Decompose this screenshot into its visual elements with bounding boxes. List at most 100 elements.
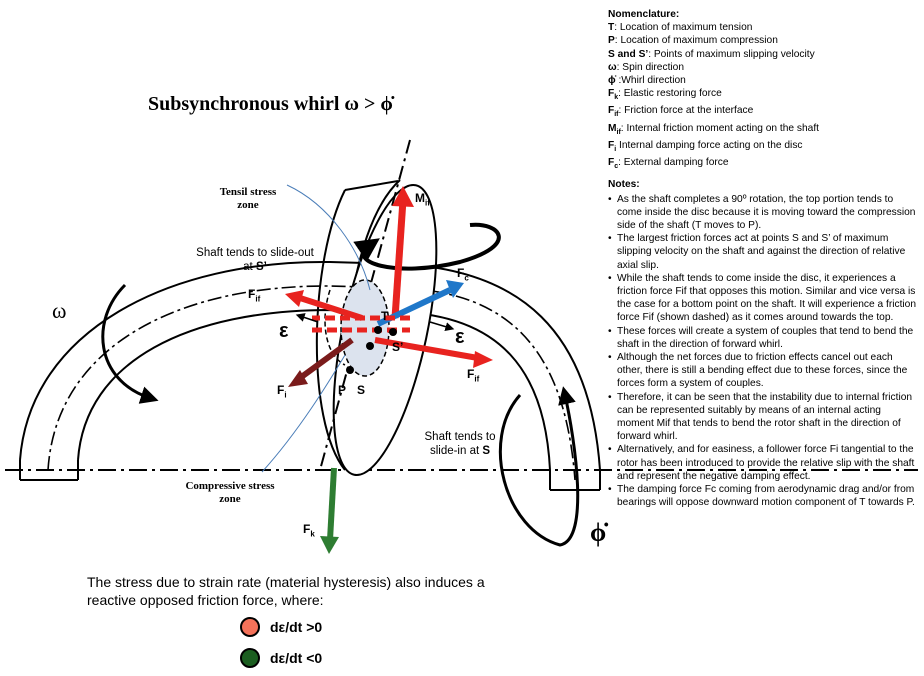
point-P [346, 366, 354, 374]
nomenclature-desc: Internal damping force acting on the dis… [616, 139, 803, 151]
fif-upper-arrow [299, 295, 363, 321]
fif-upper-label: Fif [248, 287, 260, 306]
nomenclature-symbol: ω [608, 61, 617, 73]
tensil-leader [286, 184, 371, 291]
legend-positive: dε/dt >0 [240, 614, 322, 639]
fif-upper-arrowhead [285, 290, 304, 307]
fif-lower-arrow [374, 337, 479, 361]
legend-negative-dot [240, 647, 260, 668]
epsilon-left-label: ε [279, 320, 289, 342]
mif-subscript: if [425, 198, 430, 208]
nomenclature-desc: :Whirl direction [615, 75, 686, 87]
nomenclature-symbol: ϕ̇ [608, 75, 616, 87]
note-item: The largest friction forces act at point… [608, 232, 918, 272]
mif-arrow [391, 199, 407, 319]
fif-lower-label: Fif [467, 367, 479, 386]
diagram-title: Subsynchronous whirl ω > ϕ̇ [148, 93, 393, 115]
fc-symbol: F [457, 266, 465, 280]
point-S-prime-label: S’ [392, 340, 404, 354]
point-T [374, 326, 382, 334]
nomenclature-heading: Nomenclature: [608, 9, 680, 20]
note-item: As the shaft completes a 90º rotation, t… [608, 193, 918, 233]
fk-symbol: F [303, 522, 311, 536]
shaft [19, 260, 601, 491]
slide-in-text: Shaft tends to slide-in at [424, 431, 496, 457]
stress-description: The stress due to strain rate (material … [87, 574, 485, 608]
nomenclature-desc: : Spin direction [616, 61, 684, 73]
slide-out-point: S’ [255, 261, 267, 273]
omega-spin-arrow [101, 283, 159, 404]
mif-label: Mif [415, 191, 430, 210]
fi-label: Fi [277, 383, 287, 402]
nomenclature-desc: : Points of maximum slipping velocity [648, 48, 815, 60]
slide-out-text: Shaft tends to slide-out at [196, 247, 314, 273]
note-item: While the shaft tends to come inside the… [608, 272, 918, 325]
note-item: Although the net forces due to friction … [608, 351, 918, 391]
point-S-prime [389, 328, 397, 336]
epsilon-right-label: ε [455, 326, 465, 348]
fk-arrow [327, 467, 337, 541]
slide-out-label: Shaft tends to slide-out at S’ [196, 246, 314, 274]
point-T-label: T [381, 309, 389, 323]
nomenclature-item: P: Location of maximum compression [608, 34, 918, 47]
fi-subscript: i [284, 390, 287, 400]
point-center [366, 342, 374, 350]
legend: dε/dt >0 dε/dt <0 [240, 614, 322, 676]
mif-arrowhead [392, 186, 414, 207]
fk-subscript: k [310, 529, 315, 539]
nomenclature-item: ϕ̇ :Whirl direction [608, 74, 918, 87]
legend-positive-label: dε/dt >0 [270, 618, 323, 635]
fi-symbol: F [277, 383, 285, 397]
legend-positive-dot [240, 616, 260, 637]
nomenclature-desc: : External damping force [618, 157, 729, 169]
nomenclature-symbol: Fk [608, 88, 619, 102]
nomenclature-item: ω: Spin direction [608, 61, 918, 74]
note-item: Alternatively, and for easiness, a follo… [608, 443, 918, 483]
note-item: These forces will create a system of cou… [608, 325, 918, 351]
nomenclature-desc: : Location of maximum compression [614, 35, 778, 47]
fk-label: Fk [303, 522, 315, 541]
nomenclature-item: Fi Internal damping force acting on the … [608, 139, 918, 156]
whirl-arrow [498, 386, 580, 547]
fc-arrowhead [446, 280, 464, 298]
epsilon-left-arrow [295, 313, 319, 323]
nomenclature-item: Fif: Friction force at the interface [608, 104, 918, 121]
fif-upper-subscript: if [255, 294, 261, 304]
nomenclature-desc: : Location of maximum tension [614, 22, 753, 34]
fi-arrow [298, 337, 354, 381]
point-S-label: S [357, 383, 366, 397]
compressive-leader [261, 354, 346, 473]
nomenclature-symbol: Mif [608, 122, 621, 136]
points [346, 326, 397, 374]
nomenclature-item: S and S’: Points of maximum slipping vel… [608, 48, 918, 61]
legend-negative-label: dε/dt <0 [270, 649, 323, 666]
compressive-stress-zone-label: Compressive stress zone [185, 480, 275, 505]
nomenclature-item: Fk: Elastic restoring force [608, 87, 918, 104]
note-item: Therefore, it can be seen that the insta… [608, 391, 918, 444]
nomenclature-symbol: Fif [608, 105, 619, 119]
nomenclature-item: Mif: Internal friction moment acting on … [608, 122, 918, 139]
nomenclature-symbol: Fi [608, 139, 617, 153]
notes-heading: Notes: [608, 179, 640, 191]
omega-label: ω [52, 298, 67, 323]
fc-label: Fc [457, 266, 469, 285]
nomenclature-item: Fc: External damping force [608, 156, 918, 173]
fif-lower-subscript: if [474, 374, 480, 384]
note-item: The damping force Fc coming from aerodyn… [608, 483, 918, 509]
nomenclature-symbol: S and S’ [608, 48, 649, 60]
nomenclature-desc: : Friction force at the interface [618, 105, 754, 117]
nomenclature-symbol: P [608, 35, 615, 47]
fi-arrowhead [288, 370, 308, 387]
fif-lower-arrowhead [473, 351, 493, 368]
epsilon-right-arrow [429, 321, 455, 332]
fif-lower-symbol: F [467, 367, 475, 381]
tensil-stress-zone-label: Tensil stress zone [219, 186, 277, 211]
fk-arrowhead [320, 536, 339, 554]
nomenclature-desc: : Internal friction moment acting on the… [620, 122, 819, 134]
nomenclature-item: T: Location of maximum tension [608, 21, 918, 34]
nomenclature-panel: Nomenclature: T: Location of maximum ten… [608, 8, 918, 509]
slide-in-label: Shaft tends to slide-in at S [415, 430, 505, 458]
fc-subscript: c [464, 273, 469, 283]
nomenclature-desc: : Elastic restoring force [618, 88, 722, 100]
